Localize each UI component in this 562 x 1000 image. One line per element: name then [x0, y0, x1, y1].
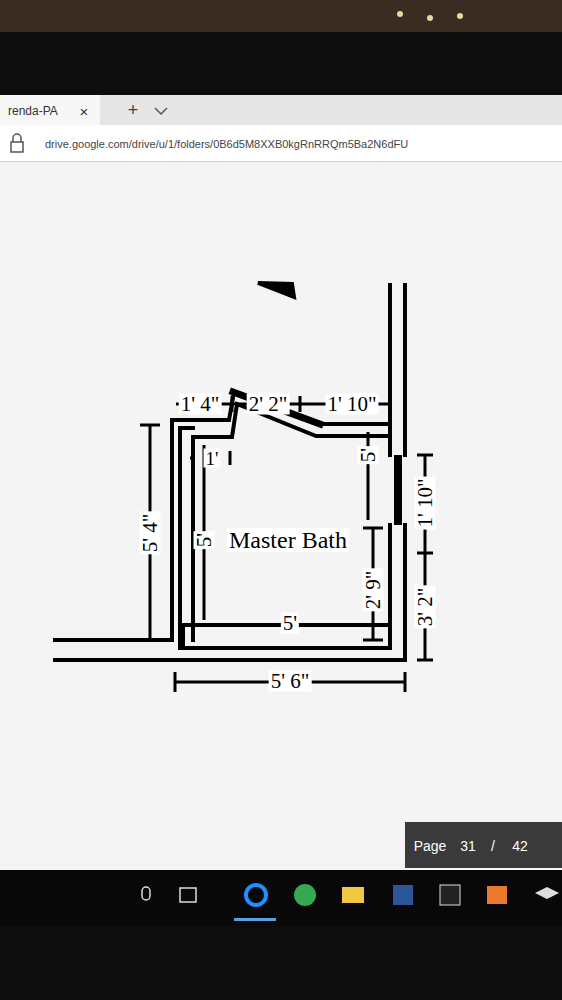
- top-wall-outer: [172, 392, 390, 424]
- dimension-label: 2' 2": [247, 394, 290, 415]
- top-wall-inner: [180, 426, 193, 430]
- wall-line: [55, 638, 172, 642]
- dimension-tick: [231, 396, 234, 412]
- dimension-label: 1' 10": [325, 394, 378, 415]
- wall-line: [180, 646, 390, 650]
- amazon-icon: [440, 885, 460, 905]
- door-jamb: [394, 455, 402, 525]
- page-area: [0, 161, 562, 870]
- dimension-tick: [229, 451, 232, 465]
- dimension-tick: [363, 639, 383, 642]
- tripadvisor-icon: [294, 884, 316, 906]
- dimension-tick: [190, 457, 194, 460]
- tab-close: ×: [80, 104, 89, 119]
- word-icon: [393, 885, 413, 905]
- light-dot: [397, 11, 403, 17]
- page-total: 42: [512, 839, 528, 853]
- page-number: 31: [460, 839, 476, 853]
- mic-icon: [142, 887, 150, 900]
- dimension-label: 5': [358, 446, 379, 464]
- dimension-label: 3' 2": [415, 586, 436, 629]
- wall-line: [388, 525, 392, 648]
- wall-line: [403, 285, 407, 455]
- page-divider: [0, 161, 562, 162]
- browser-tab: [0, 95, 100, 125]
- dimension-tick: [174, 672, 177, 692]
- dimension-label: 5': [194, 531, 215, 549]
- wall-line: [388, 285, 392, 455]
- wall-line: [55, 658, 405, 662]
- address-bar: [0, 125, 562, 161]
- light-dot: [427, 15, 433, 21]
- lower-bezel: [0, 925, 562, 1000]
- folder-icon: [342, 887, 364, 903]
- screen-bezel: [0, 32, 562, 95]
- dimension-tick: [140, 639, 160, 642]
- dimension-tick: [417, 552, 433, 555]
- page-separator: /: [491, 839, 495, 853]
- dimension-label: 5' 4": [140, 512, 161, 555]
- north-arrow: [258, 283, 294, 297]
- dimension-tick: [404, 672, 407, 692]
- lock-shackle: [13, 134, 21, 142]
- edge-icon: [246, 885, 266, 905]
- url: drive.google.com/drive/u/1/folders/0B6d5…: [45, 139, 408, 150]
- tab-title: renda-PA: [8, 105, 58, 117]
- store-icon: [487, 886, 507, 904]
- wall-line: [403, 525, 407, 660]
- dimension-tick: [140, 424, 160, 427]
- tab-bar: [0, 95, 562, 125]
- dimension-label: 1' 10": [415, 476, 436, 529]
- page-word: Page: [414, 839, 447, 853]
- dimension-tick: [417, 454, 433, 457]
- page-counter-box: [405, 822, 562, 868]
- dimension-tick: [299, 396, 302, 412]
- graduation-icon: [535, 887, 559, 899]
- dimension-label: 1' 4": [179, 394, 222, 415]
- walls: [55, 283, 405, 660]
- room-backdrop: [0, 0, 562, 32]
- wall-line: [170, 420, 174, 640]
- dimension-label: 5': [281, 613, 299, 634]
- taskbar: [0, 870, 562, 925]
- new-tab: +: [128, 101, 139, 119]
- dimension-tick: [417, 659, 433, 662]
- lock-icon: [11, 142, 23, 152]
- dimension-label: 5' 6": [269, 671, 312, 692]
- dimension-tick: [363, 527, 383, 530]
- tab-chevron: [155, 108, 167, 114]
- active-app-bar: [234, 918, 276, 921]
- angled-wall: [233, 392, 320, 424]
- dimension-label: 2' 9": [363, 569, 384, 612]
- task-view-icon: [180, 888, 196, 902]
- wall-line: [181, 625, 185, 645]
- light-dot: [457, 13, 463, 19]
- dimension-lines: [140, 396, 433, 692]
- wall-line: [178, 428, 182, 648]
- room-name: Master Bath: [227, 528, 349, 552]
- dimension-label: 1': [204, 449, 221, 468]
